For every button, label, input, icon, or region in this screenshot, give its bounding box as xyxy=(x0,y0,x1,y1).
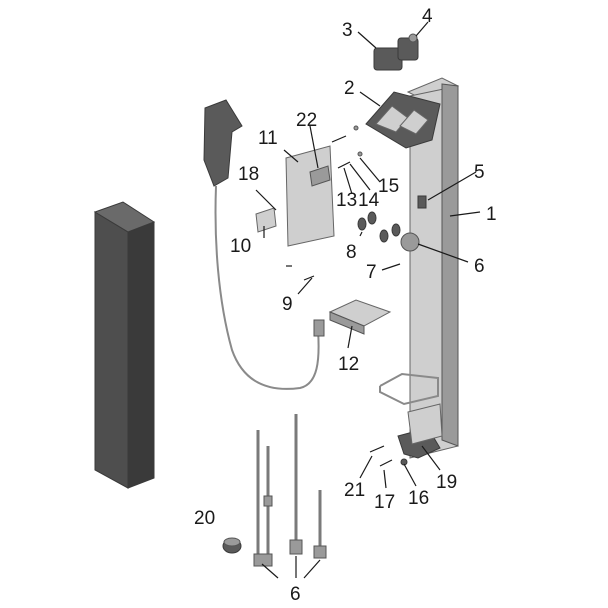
top-bracket-part-2 xyxy=(365,91,441,149)
label-19: 19 xyxy=(436,472,457,493)
knob-part-6 xyxy=(400,232,420,252)
plate-part-11 xyxy=(285,145,335,247)
label-12: 12 xyxy=(338,354,359,375)
label-5: 5 xyxy=(474,162,485,183)
label-13: 13 xyxy=(336,190,357,211)
label-14: 14 xyxy=(358,190,380,211)
small-bracket-part-10 xyxy=(255,207,277,233)
screw-part-9 xyxy=(286,265,315,281)
label-8: 8 xyxy=(346,242,357,263)
fastener-part-5 xyxy=(417,195,427,209)
probe-handle-part xyxy=(203,99,325,390)
grommets-part-8 xyxy=(357,211,401,243)
callout-labels: 1 2 3 4 5 6 7 8 9 10 11 12 13 14 15 16 1… xyxy=(194,6,497,605)
wire-frame-part xyxy=(379,372,439,406)
bottom-bracket-part-19 xyxy=(397,403,443,459)
screws-part-13-14-15 xyxy=(331,125,363,169)
label-18: 18 xyxy=(238,164,259,185)
dark-column-part xyxy=(93,201,156,489)
tray-part-12 xyxy=(328,299,392,335)
rod-assembly-part-6 xyxy=(253,414,327,567)
hardware-part-16-17-21 xyxy=(369,445,408,467)
label-3: 3 xyxy=(342,20,353,41)
label-9: 9 xyxy=(282,294,293,315)
leader-lines xyxy=(255,21,481,579)
label-20: 20 xyxy=(194,508,215,529)
main-panel-part-1 xyxy=(406,77,460,459)
label-2: 2 xyxy=(344,78,355,99)
label-11: 11 xyxy=(258,128,278,149)
cap-part-20 xyxy=(222,537,242,554)
label-6-upper: 6 xyxy=(474,256,485,277)
label-21: 21 xyxy=(344,480,365,501)
motor-part-3-4 xyxy=(373,33,419,71)
label-22: 22 xyxy=(296,110,317,131)
label-1: 1 xyxy=(486,204,497,225)
label-10: 10 xyxy=(230,236,251,257)
label-4: 4 xyxy=(422,6,433,27)
label-16: 16 xyxy=(408,488,429,509)
label-15: 15 xyxy=(378,176,399,197)
label-6-lower: 6 xyxy=(290,584,301,605)
label-7: 7 xyxy=(366,262,377,283)
label-17: 17 xyxy=(374,492,395,513)
